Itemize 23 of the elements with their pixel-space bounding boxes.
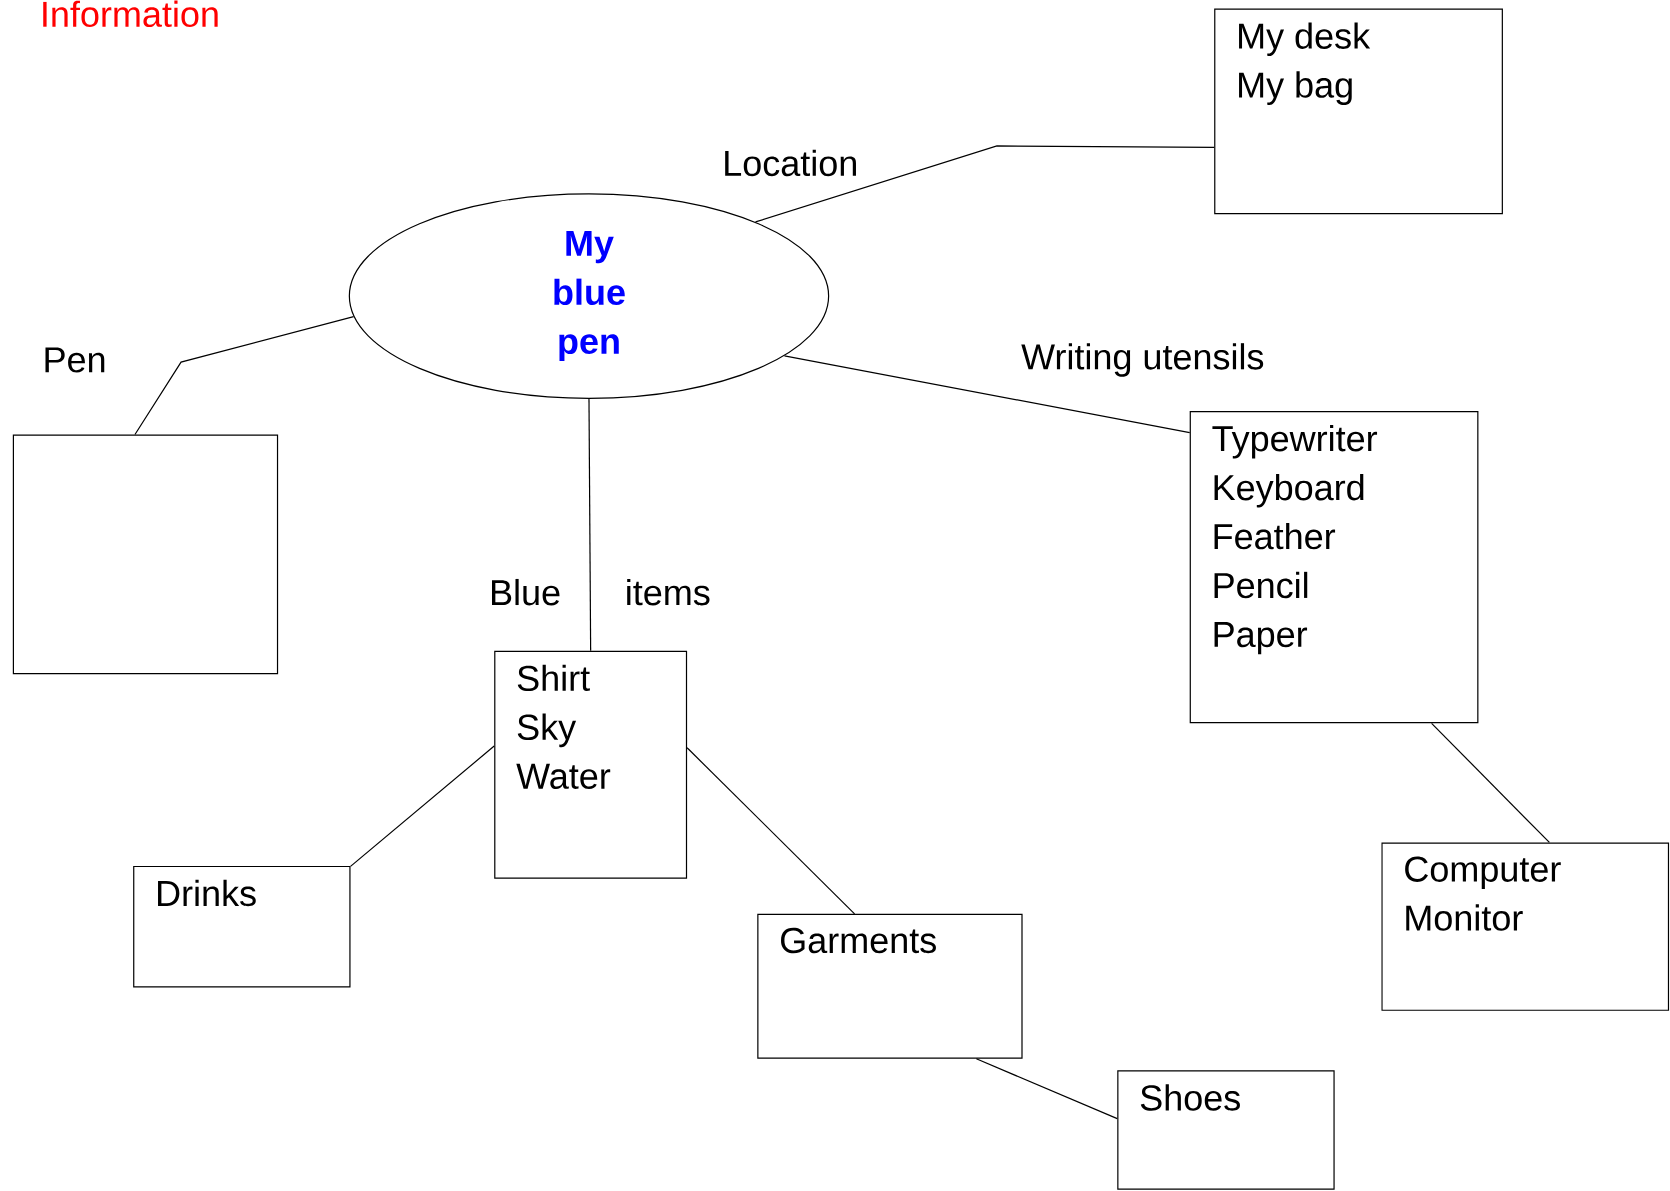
edge-label: Writing utensils	[1019, 341, 1266, 379]
text-box: Shoes	[1117, 1070, 1335, 1190]
connector-line	[783, 355, 1191, 434]
text-box: Shirt Sky Water	[494, 650, 688, 879]
edge-label: Pen	[41, 346, 108, 374]
text-box: Drinks	[133, 865, 351, 988]
text-box: My desk My bag	[1214, 8, 1503, 215]
heading-text: Information	[43, 0, 218, 28]
ellipse-node: My blue pen	[348, 193, 830, 399]
text-box: Garments	[757, 913, 1023, 1059]
connector-line	[686, 747, 856, 915]
connector-line	[975, 1058, 1118, 1120]
text-box: Typewriter Keyboard Feather Pencil Paper	[1189, 411, 1479, 724]
edge-label: Blue	[487, 577, 563, 607]
connector-line	[588, 398, 592, 652]
connector-line	[754, 145, 1215, 223]
edge-label: Location	[720, 148, 860, 178]
connector-line	[349, 745, 495, 867]
empty-box	[12, 434, 279, 675]
connector-line	[1431, 722, 1550, 844]
text-box: Computer Monitor	[1381, 842, 1670, 1011]
side-label: items	[627, 578, 710, 606]
connector-line	[134, 316, 355, 436]
